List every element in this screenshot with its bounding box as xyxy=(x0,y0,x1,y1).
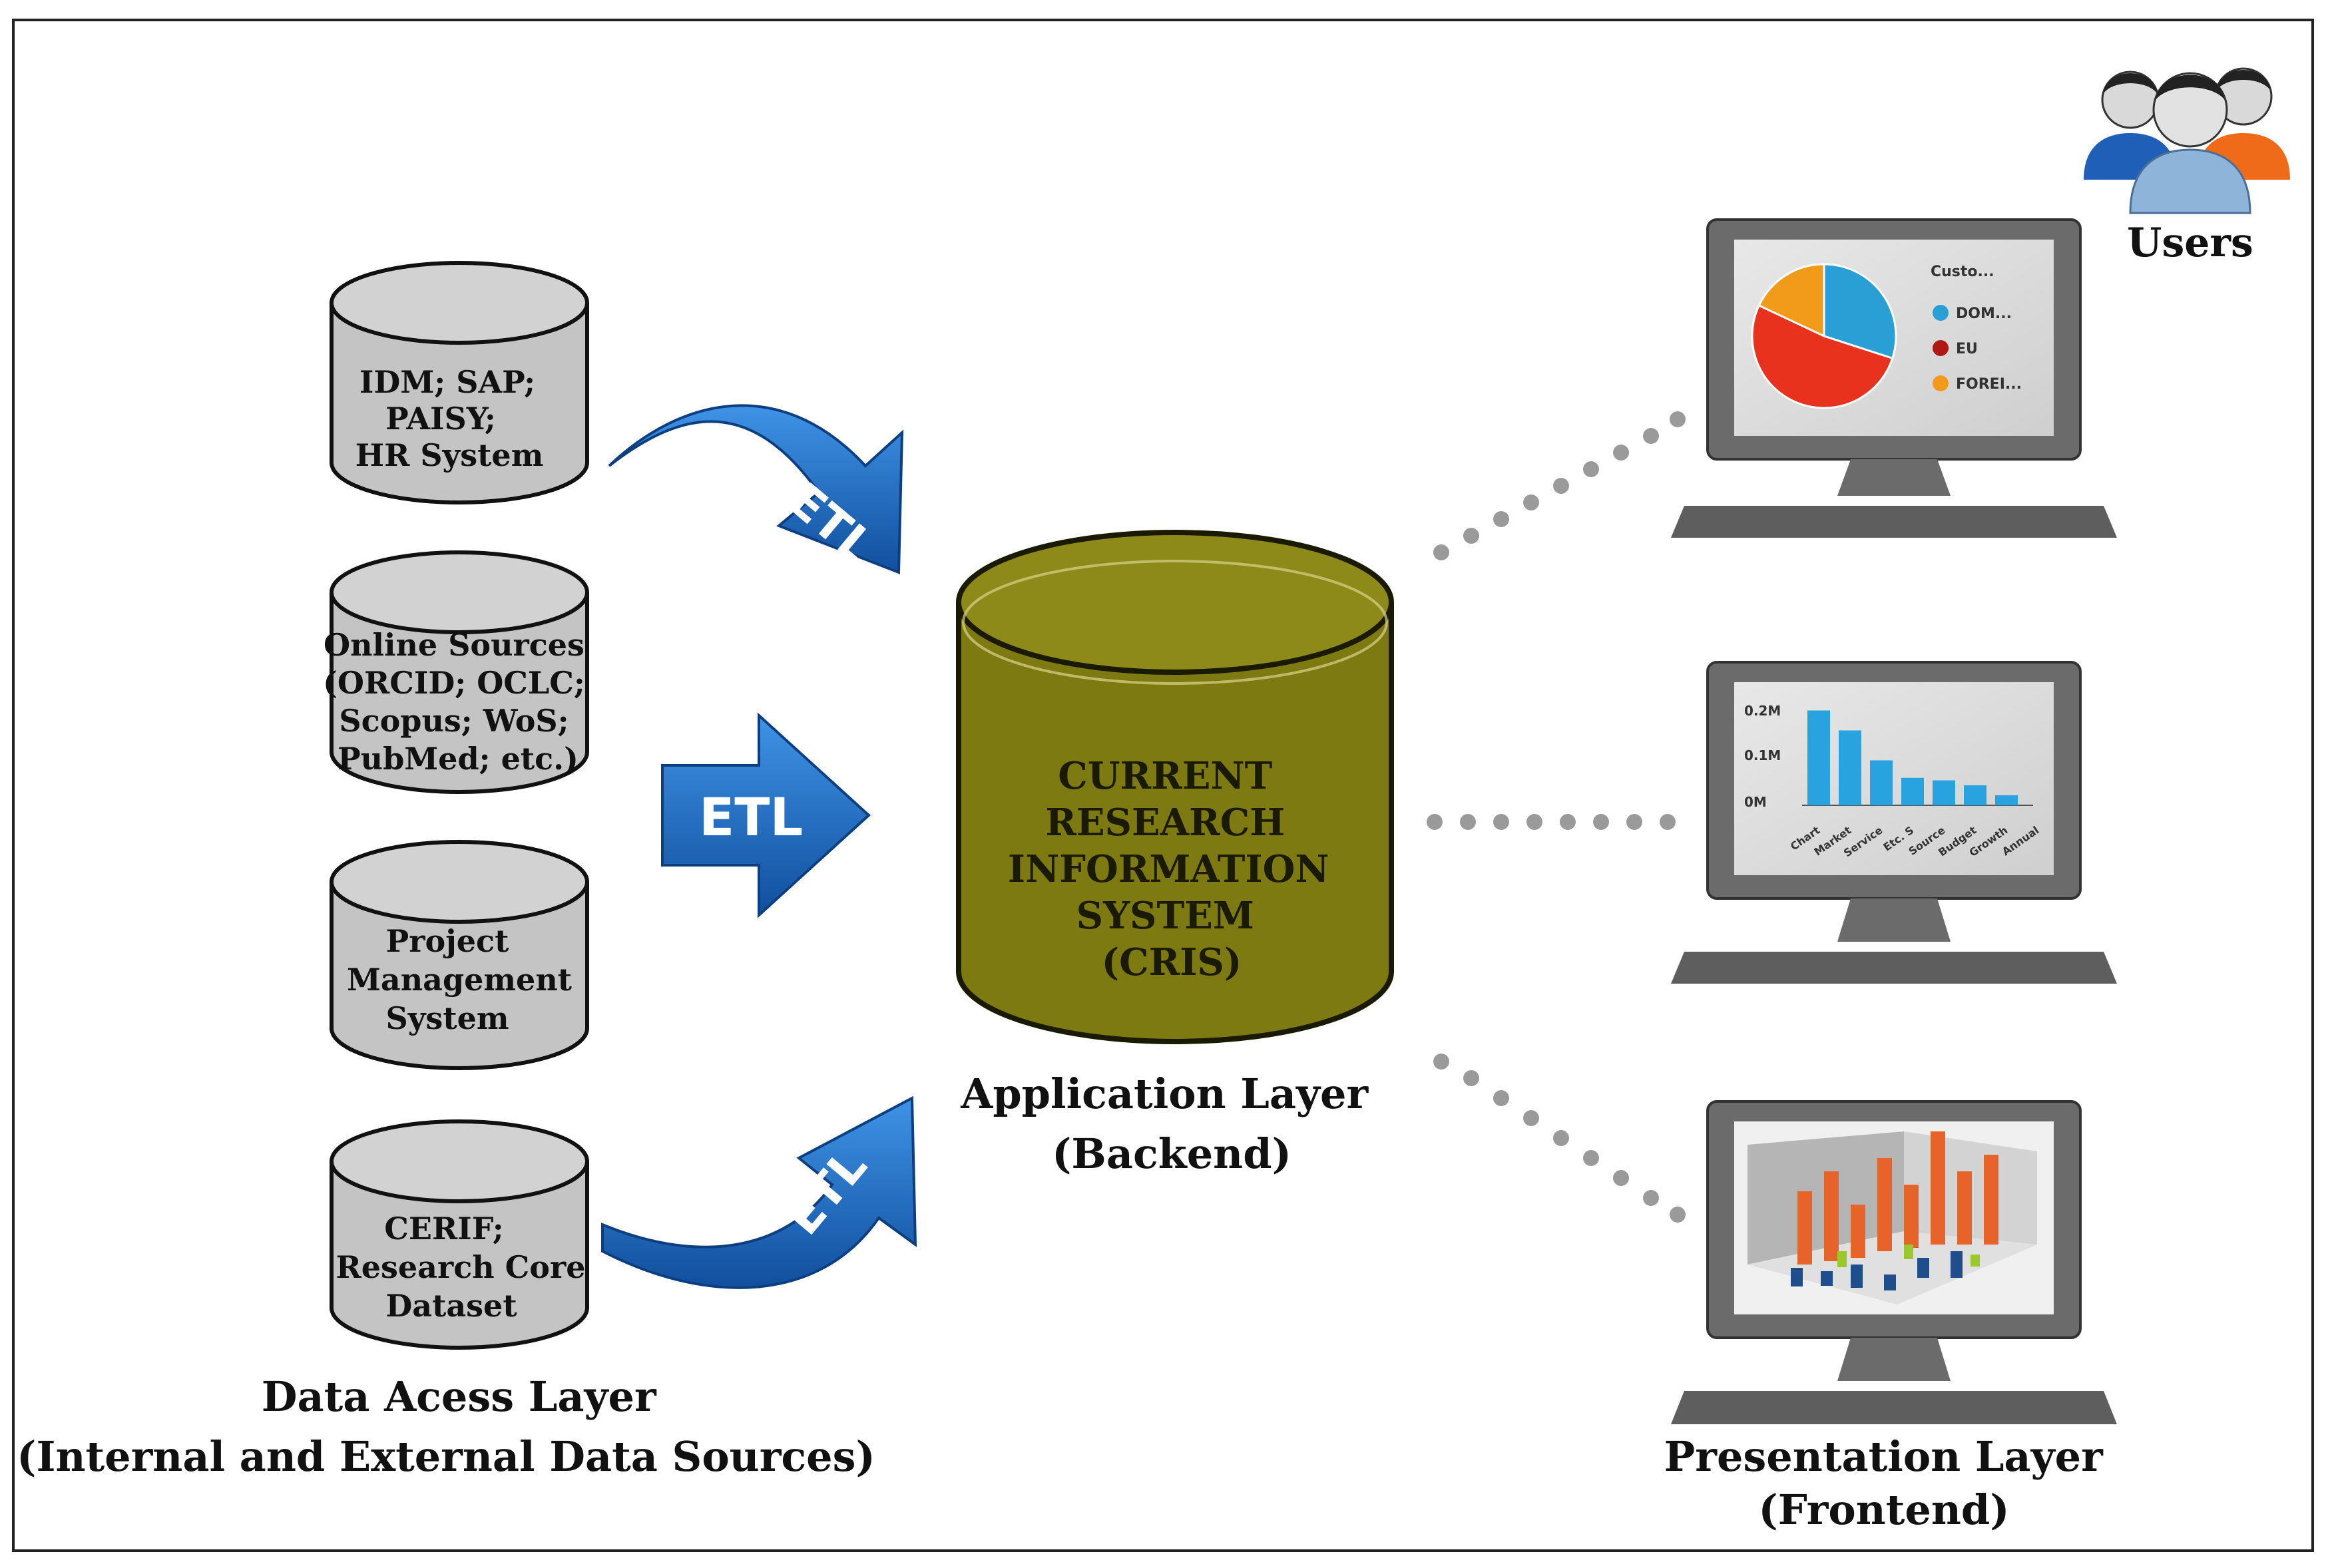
chart-3d xyxy=(1747,1131,2037,1304)
bar-ytick-0: 0.2M xyxy=(1744,703,1781,719)
application-layer-label: Application Layer (Backend) xyxy=(960,1070,1383,1178)
users-icon: Users xyxy=(2084,67,2290,266)
db-online-sources: Online Sources (ORCID; OCLC; Scopus; WoS… xyxy=(323,550,596,794)
pie-legend-title: Custo... xyxy=(1931,264,1994,280)
pie-slice-0 xyxy=(1823,263,1897,360)
pie-slice-2 xyxy=(1757,263,1825,338)
bar-3 xyxy=(1901,777,1924,805)
legend-item-dom: DOM... xyxy=(1956,305,2012,322)
etl-label-middle: ETL xyxy=(699,788,803,848)
db-cerif-label: CERIF; Research Core Dataset xyxy=(336,1211,596,1324)
pie-chart xyxy=(1751,263,1897,409)
db-project-management-label: Project Management System xyxy=(347,923,582,1036)
pie-legend: DOM... EU FOREI... xyxy=(1933,305,2022,393)
connector-middle xyxy=(1427,814,1676,830)
legend-item-eu: EU xyxy=(1956,341,1978,357)
bar-2 xyxy=(1870,760,1893,805)
pie-slice-1 xyxy=(1751,304,1894,409)
bar-0 xyxy=(1807,710,1830,805)
bar-4 xyxy=(1933,780,1955,805)
connector-bottom xyxy=(1433,1054,1686,1223)
monitor-3d xyxy=(1671,1100,2117,1424)
cris-database: CURRENT RESEARCH INFORMATION SYSTEM (CRI… xyxy=(956,530,1394,1044)
db-cerif: CERIF; Research Core Dataset xyxy=(330,1119,596,1350)
legend-swatch-dom xyxy=(1933,305,1949,321)
db-hr-system-label: IDM; SAP; PAISY; HR System xyxy=(355,364,546,473)
users-label: Users xyxy=(2127,220,2253,266)
monitor-pie: Custo... DOM... EU FOREI... xyxy=(1671,218,2117,538)
connector-top xyxy=(1433,411,1686,560)
presentation-layer-label: Presentation Layer (Frontend) xyxy=(1664,1432,2118,1534)
cris-label: CURRENT RESEARCH INFORMATION SYSTEM (CRI… xyxy=(1008,754,1342,984)
bar-yticks: 0.2M 0.1M 0M xyxy=(1744,703,1781,810)
legend-item-forei: FOREI... xyxy=(1956,376,2022,393)
bar-chart xyxy=(1802,710,2033,806)
etl-arrow-middle: ETL xyxy=(661,712,871,918)
bar-6 xyxy=(1995,795,2018,805)
bar-ytick-1: 0.1M xyxy=(1744,747,1781,763)
data-access-layer-label: Data Acess Layer (Internal and External … xyxy=(17,1372,875,1481)
db-online-sources-label: Online Sources (ORCID; OCLC; Scopus; WoS… xyxy=(323,627,596,777)
bar-5 xyxy=(1964,785,1986,805)
bar-1 xyxy=(1839,730,1861,805)
user-center xyxy=(2129,72,2251,214)
bar-ytick-2: 0M xyxy=(1744,794,1767,810)
legend-swatch-eu xyxy=(1933,340,1949,356)
db-project-management: Project Management System xyxy=(330,840,589,1070)
db-hr-system: IDM; SAP; PAISY; HR System xyxy=(330,261,589,504)
legend-swatch-forei xyxy=(1933,375,1949,391)
